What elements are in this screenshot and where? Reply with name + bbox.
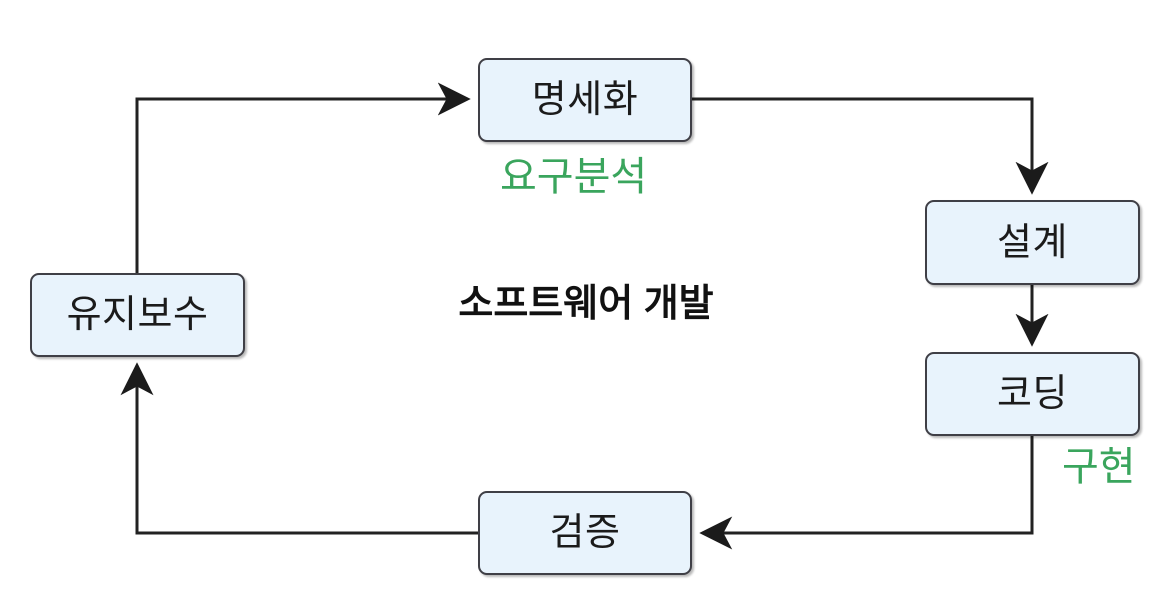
edge-verify-to-maint [120, 362, 478, 535]
node-coding[interactable]: 코딩 [925, 352, 1140, 436]
edge-coding-to-verify [699, 436, 1034, 550]
node-verification[interactable]: 검증 [478, 491, 692, 575]
node-maintenance-label: 유지보수 [66, 294, 209, 336]
node-specification-label: 명세화 [531, 79, 639, 121]
diagram-title: 소프트웨어 개발 [458, 283, 714, 325]
phase-label-implementation: 구현 [1062, 444, 1136, 489]
edge-spec-to-design [692, 97, 1049, 195]
node-specification[interactable]: 명세화 [478, 58, 692, 142]
node-coding-label: 코딩 [997, 373, 1068, 415]
edge-maint-to-spec [135, 82, 471, 273]
phase-label-requirements: 요구분석 [500, 154, 648, 199]
node-design[interactable]: 설계 [925, 200, 1140, 285]
node-verification-label: 검증 [549, 512, 621, 554]
node-design-label: 설계 [997, 221, 1068, 264]
node-maintenance[interactable]: 유지보수 [30, 273, 245, 357]
